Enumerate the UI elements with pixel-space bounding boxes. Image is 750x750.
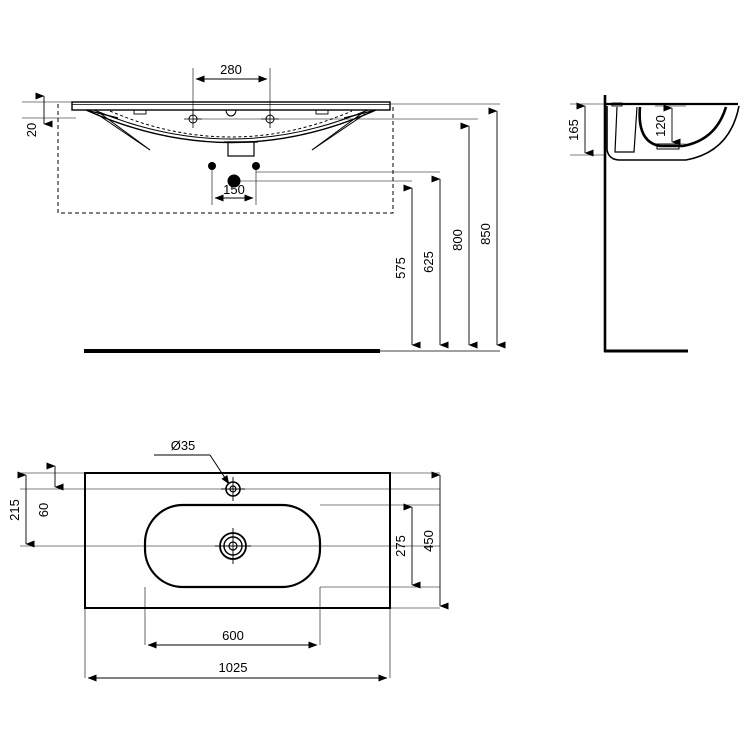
dimension-800-label: 800 <box>450 229 465 251</box>
dimension-20: 20 <box>22 92 76 137</box>
dimension-450: 450 <box>421 471 449 610</box>
dimension-275: 275 <box>393 503 421 589</box>
right-bracket-line <box>315 110 366 148</box>
drain-hole-plan <box>215 528 251 564</box>
bowl-inner-hidden-profile <box>109 110 353 138</box>
left-bracket-end <box>145 146 151 151</box>
dimension-20-label: 20 <box>24 123 39 137</box>
dimension-850: 850 <box>478 107 506 349</box>
basin-outline-plan <box>84 472 391 609</box>
bowl-left-shoulder <box>85 109 119 119</box>
dimension-150: 150 <box>214 182 254 202</box>
overflow-opening <box>225 109 237 117</box>
bowl-wall-profile <box>93 109 369 140</box>
bowl-inner-profile-side <box>638 106 728 148</box>
side-elevation-view: 165 120 <box>566 95 740 353</box>
dimension-575: 575 <box>393 184 421 349</box>
dimension-165-label: 165 <box>566 119 581 141</box>
dimension-215-label: 215 <box>7 499 22 521</box>
dimension-625-label: 625 <box>421 251 436 273</box>
dimension-165: 165 <box>566 102 604 157</box>
dimension-800: 800 <box>450 122 478 349</box>
left-bracket-line <box>96 110 147 148</box>
diameter-35-label: Ø35 <box>171 438 196 453</box>
waste-outlet-front <box>227 141 255 157</box>
dimension-280-label: 280 <box>220 62 242 77</box>
dimension-215: 215 <box>7 471 35 548</box>
dimension-1025: 1025 <box>87 660 388 682</box>
bowl-right-shoulder <box>343 109 377 119</box>
bowl-outer-profile <box>85 109 377 144</box>
dimension-120-label: 120 <box>653 115 668 137</box>
diameter-35-leader: Ø35 <box>154 438 230 485</box>
body-outer-profile-side <box>606 105 740 161</box>
dimension-150-label: 150 <box>223 182 245 197</box>
dimension-60-label: 60 <box>36 503 51 517</box>
dimension-1025-label: 1025 <box>219 660 248 675</box>
dimension-275-label: 275 <box>393 535 408 557</box>
tap-hole-plan <box>221 477 245 501</box>
dimension-450-label: 450 <box>421 530 436 552</box>
dimension-280: 280 <box>192 62 271 117</box>
left-bracket-line-2 <box>96 113 151 151</box>
back-riser-side <box>614 106 638 153</box>
front-hidden-outline <box>57 104 394 214</box>
dimension-60: 60 <box>36 462 64 517</box>
dimension-600-label: 600 <box>222 628 244 643</box>
rim-notch-right <box>315 109 329 115</box>
front-elevation-view: 280 20 150 575 <box>22 62 506 353</box>
basin-rim-front <box>71 101 391 111</box>
dimension-120: 120 <box>653 104 686 146</box>
rim-notch-left <box>133 109 147 115</box>
dimension-850-label: 850 <box>478 223 493 245</box>
plan-view: Ø35 215 60 275 450 600 102 <box>7 438 449 682</box>
right-bracket-end <box>311 146 317 151</box>
rim-notch-side <box>611 102 623 107</box>
right-bracket-line-2 <box>311 113 366 151</box>
dimension-600: 600 <box>147 628 318 649</box>
dimension-575-label: 575 <box>393 257 408 279</box>
dimension-625: 625 <box>421 175 449 349</box>
